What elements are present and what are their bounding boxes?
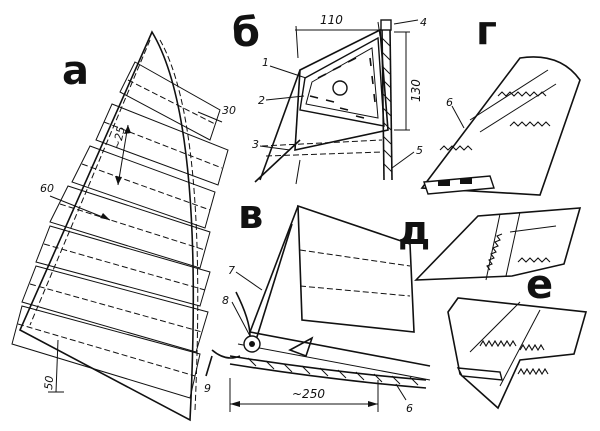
head-shackle: [380, 19, 392, 31]
leech-line: [159, 39, 199, 411]
callout-9: 9: [204, 382, 211, 395]
zigzag-stitch-e3: [519, 343, 545, 352]
zigzag-stitch-e1: [479, 339, 517, 348]
panel-e-letter: е: [526, 262, 553, 308]
luff-line: [29, 39, 151, 326]
dim-250-label: ~250: [292, 387, 325, 401]
dim-110-label: 110: [320, 13, 343, 27]
head-board-stitches: [309, 57, 376, 119]
dim-arrow-30: [197, 111, 223, 123]
panel-b-letter: б: [232, 10, 260, 56]
zigzag-stitch-g2: [509, 121, 551, 127]
dim-60-label: 60: [40, 182, 54, 195]
callout-8: 8: [222, 294, 229, 307]
dim-30-label: 30: [222, 104, 236, 117]
panel-g-seam-detail: г 6: [420, 8, 581, 196]
cloth-piece-e: [447, 297, 588, 410]
zigzag-stitch-e2: [517, 367, 549, 376]
zigzag-stitch-g3: [439, 145, 473, 151]
sail-cloth-panels: [11, 61, 229, 399]
callout-1: 1: [262, 56, 269, 69]
sail-outline: [18, 30, 195, 422]
foot-rope: [229, 355, 427, 389]
dim-130-label: 130: [409, 79, 423, 102]
callout-5: 5: [416, 144, 423, 157]
panel-a-letter: а: [62, 48, 89, 94]
zigzag-stitch-g1: [497, 91, 547, 97]
dim-arrow-60: [49, 195, 111, 221]
panel-g-letter: г: [476, 8, 497, 54]
callout-3: 3: [252, 138, 259, 151]
panel-a-sail: а 30 ~25 60 50: [11, 30, 236, 422]
panel-d-letter: д: [398, 208, 430, 254]
cloth-piece-g: [420, 56, 581, 196]
zigzag-stitch-d2: [517, 257, 551, 263]
zigzag-stitch-d1: [486, 233, 503, 271]
sail-corner-v: [297, 204, 415, 333]
dim-25-label: ~25: [110, 125, 128, 150]
callout-2: 2: [258, 94, 265, 107]
dim-50-label: 50: [42, 375, 56, 390]
tape-e: [456, 367, 503, 381]
panel-v-letter: в: [238, 192, 263, 238]
callout-4: 4: [420, 16, 427, 29]
panel-b-head-patch: б 110 130 1 2 3 4 5: [232, 10, 427, 185]
callout-6-g: 6: [446, 96, 453, 109]
callout-6-v: 6: [406, 402, 413, 415]
dim-arrow-25: [117, 124, 129, 186]
cloth-piece-d: [414, 207, 582, 281]
panel-v-clew: в 7 8 9 6 ~250: [204, 192, 431, 415]
panel-d-seam: д: [398, 207, 582, 281]
dim-arrow-50: [55, 339, 59, 393]
bolt-rope: [381, 37, 393, 173]
callout-7: 7: [228, 264, 235, 277]
panel-e-seam: е: [447, 262, 588, 410]
clew-cringle: [288, 336, 314, 358]
head-board-hole: [332, 80, 348, 96]
